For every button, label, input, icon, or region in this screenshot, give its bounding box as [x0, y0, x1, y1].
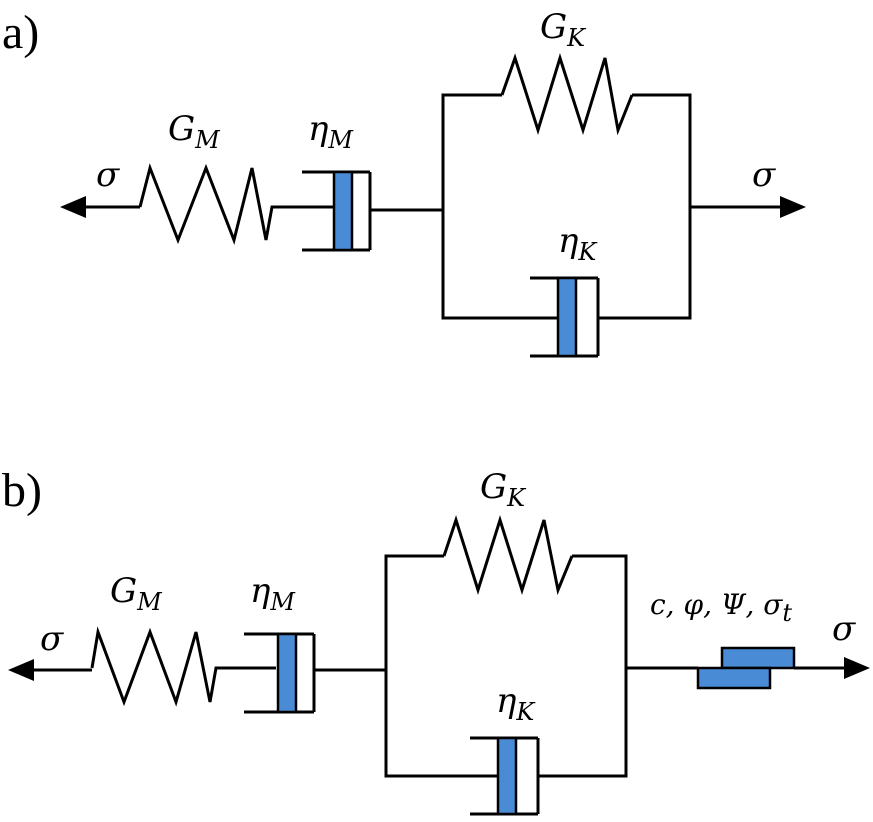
panel-b-right-arrow-head	[844, 657, 870, 679]
panel-b-maxwell-spring	[90, 626, 276, 707]
panel-b-maxwell-dashpot	[244, 632, 386, 714]
panel-b-kelvin-frame-right	[538, 554, 628, 778]
panel-a-right-stress-label: σ	[752, 155, 776, 195]
panel-b-plastic-slider	[696, 646, 796, 690]
panel-a: a) σ GM ηM GK	[2, 6, 806, 358]
panel-a-maxwell-dashpot	[302, 170, 443, 252]
panel-a-maxwell-dashpot-label: ηM	[308, 109, 354, 154]
panel-a-left-arrow-head	[60, 196, 86, 218]
panel-a-kelvin-spring	[500, 52, 634, 136]
panel-b-maxwell-dashpot-label: ηM	[250, 571, 296, 616]
panel-b-label: b)	[2, 464, 42, 517]
panel-a-kelvin-frame-left	[441, 93, 558, 320]
panel-a-kelvin-dashpot-label: ηK	[558, 221, 598, 266]
panel-b-kelvin-spring-label: GK	[480, 467, 527, 512]
panel-b-maxwell-spring-label: GM	[110, 571, 163, 616]
panel-a-kelvin-frame-right	[598, 93, 692, 320]
panel-a-left-stress-label: σ	[96, 155, 120, 195]
panel-b-kelvin-spring	[442, 514, 574, 596]
panel-b: b) σ GM ηM GK	[2, 464, 870, 816]
panel-b-plastic-slider-label: c, φ, Ψ, σt	[650, 588, 792, 627]
panel-a-kelvin-spring-label: GK	[540, 7, 587, 52]
panel-b-left-arrow-head	[8, 659, 34, 681]
panel-a-label: a)	[2, 6, 39, 59]
panel-b-kelvin-dashpot-label: ηK	[496, 681, 536, 726]
panel-a-kelvin-dashpot	[530, 276, 600, 358]
panel-b-left-stress-label: σ	[40, 619, 64, 659]
panel-a-right-arrow-head	[780, 196, 806, 218]
panel-b-kelvin-dashpot	[470, 736, 540, 816]
panel-b-kelvin-frame-left	[384, 554, 498, 778]
panel-a-maxwell-spring	[138, 163, 333, 245]
panel-b-right-stress-label: σ	[832, 609, 856, 649]
panel-a-maxwell-spring-label: GM	[168, 109, 221, 154]
